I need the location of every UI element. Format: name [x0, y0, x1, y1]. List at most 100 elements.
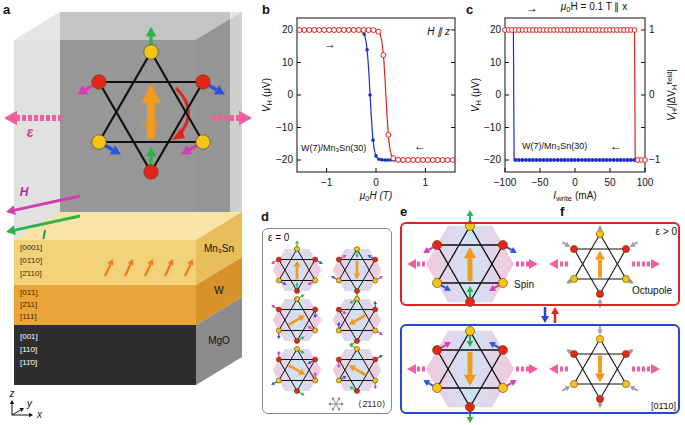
transition-shaft: [544, 307, 547, 316]
data-point: [629, 158, 633, 162]
atom: [294, 338, 299, 343]
spin-arrow-head: [301, 392, 305, 395]
tick: [505, 95, 509, 96]
data-point: [391, 156, 396, 161]
spin-arrow-head: [301, 337, 305, 340]
atom: [336, 257, 341, 262]
label: [001]: [20, 333, 38, 341]
tick: [297, 95, 301, 96]
data-point: [608, 158, 612, 162]
label: z: [10, 389, 15, 399]
label: H: [20, 186, 29, 198]
tick: [505, 62, 509, 63]
atom: [144, 165, 158, 179]
direction-arrow-shaft: [334, 404, 337, 408]
octupole-arrow-head: [298, 369, 305, 375]
axis-title-part: μ: [561, 1, 566, 12]
data-point: [521, 158, 525, 162]
tick: [297, 62, 301, 63]
tick: [505, 127, 509, 128]
octupole-strain-head: [597, 225, 602, 230]
atom: [498, 278, 507, 287]
data-point: [415, 158, 420, 163]
octupole-strain-head: [630, 386, 635, 391]
data-point: [605, 158, 609, 162]
tick: [641, 30, 645, 31]
spin-arrow-head: [146, 147, 157, 157]
label: c: [466, 3, 473, 16]
mgo-front: [14, 325, 196, 385]
octupole-arrow-shaft: [598, 260, 602, 278]
atom: [276, 307, 281, 312]
label: W(7)/Mn₃Sn(30): [522, 142, 587, 151]
axis-title-part: write: [556, 194, 572, 203]
tick: [540, 168, 541, 172]
node-text: Spin: [514, 280, 534, 290]
transition-arrow: [551, 307, 559, 323]
kagome-unit: [562, 326, 637, 409]
octupole-strain-head: [565, 242, 570, 247]
atom: [144, 45, 158, 59]
data-point: [580, 158, 584, 162]
direction-arrow-head: [332, 397, 335, 400]
data-point: [643, 158, 647, 162]
strain-arrow-head: [4, 111, 17, 125]
atom: [294, 296, 299, 301]
octupole-arrow-shaft: [354, 368, 365, 374]
octupole-arrow-head: [595, 374, 605, 383]
axis-title: VH/|ΔVHfield|: [666, 69, 679, 121]
panel-c-data: [503, 28, 648, 163]
data-point: [371, 138, 375, 142]
octupole-arrow-shaft: [296, 267, 299, 280]
data-point: [556, 158, 560, 162]
octupole-arrow-head: [298, 315, 305, 321]
atom: [498, 240, 507, 249]
spin-arrow-head: [271, 305, 275, 308]
spin-arrow-head: [308, 361, 312, 364]
atom: [596, 230, 603, 237]
triangle: [437, 331, 503, 388]
data-point: [591, 158, 595, 162]
spin-accumulation-shaft: [145, 264, 150, 276]
spin-arrow-head: [444, 285, 451, 291]
label: −10: [276, 123, 293, 133]
spin-arrow-head: [331, 276, 335, 279]
label: →: [526, 2, 538, 14]
tick: [505, 160, 509, 161]
octupole-arrow-shaft: [598, 356, 602, 374]
direction-arrow-shaft: [336, 400, 339, 404]
plot-frame: [505, 18, 645, 172]
octupole-arrow-head: [354, 273, 361, 279]
strain-arrow-head: [407, 364, 416, 374]
data-point: [570, 158, 574, 162]
atom: [336, 357, 341, 362]
axis-title: Iwrite(mA): [553, 191, 596, 202]
atom: [276, 257, 281, 262]
label: [110]: [20, 346, 37, 354]
octupole-arrow-shaft: [356, 261, 359, 274]
spin-arrow-head: [271, 382, 275, 385]
tick: [451, 30, 455, 31]
axis-title: μ0H = 0.1 T ∥ x: [561, 2, 627, 13]
data-point: [573, 158, 577, 162]
octupole-arrow-shaft: [468, 352, 473, 375]
spin-accumulation-shaft: [165, 264, 170, 276]
octupole-arrow-head: [464, 375, 477, 386]
data-point: [401, 157, 406, 162]
spin-arrow-head: [343, 255, 347, 258]
axis-title-part: 0: [365, 194, 369, 203]
spin-arrow-head: [343, 376, 347, 379]
sample-stack: [14, 12, 242, 385]
strain-arrow-head: [549, 364, 558, 374]
atom: [276, 378, 281, 383]
octupole-arrow-head: [294, 261, 301, 267]
atom: [465, 326, 474, 335]
atom: [196, 75, 210, 89]
spin-arrow-head: [277, 336, 281, 339]
atom: [498, 345, 507, 354]
strain-arrow-head: [549, 259, 558, 269]
spin-arrow-head: [337, 322, 341, 325]
triangle: [339, 260, 375, 292]
spin-arrow-head: [181, 145, 192, 154]
